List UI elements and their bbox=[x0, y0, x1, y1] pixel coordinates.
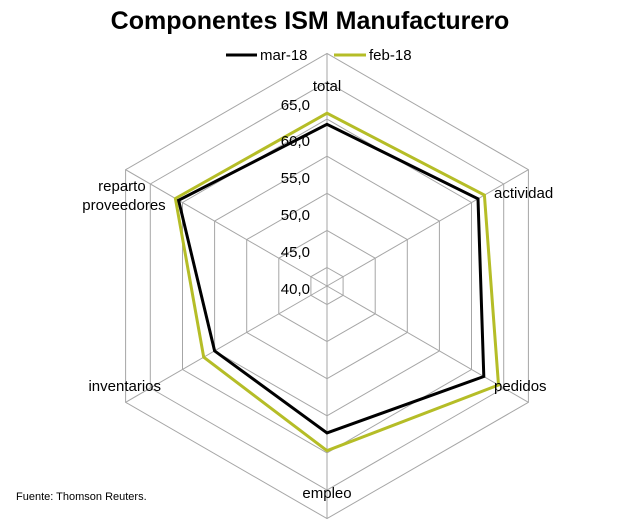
source-note: Fuente: Thomson Reuters. bbox=[16, 491, 147, 503]
series-line-mar-18 bbox=[176, 122, 486, 435]
tick-label-40: 40,0 bbox=[281, 281, 310, 298]
legend: mar-18 feb-18 bbox=[226, 47, 412, 64]
grid-spoke bbox=[326, 285, 529, 403]
legend-label-feb-18: feb-18 bbox=[369, 47, 412, 64]
tick-label-60: 60,0 bbox=[281, 133, 310, 150]
tick-label-50: 50,0 bbox=[281, 207, 310, 224]
grid-spoke bbox=[125, 169, 328, 287]
tick-label-65: 65,0 bbox=[281, 97, 310, 114]
radar-series bbox=[173, 111, 501, 453]
radar-grid bbox=[125, 52, 529, 520]
axis-label-actividad: actividad bbox=[494, 185, 553, 202]
legend-label-mar-18: mar-18 bbox=[260, 47, 308, 64]
grid-spoke bbox=[125, 285, 328, 403]
axis-label-total: total bbox=[313, 78, 341, 95]
axis-labels: total actividad pedidos empleo inventari… bbox=[82, 78, 553, 502]
tick-label-55: 55,0 bbox=[281, 170, 310, 187]
axis-label-reparto-proveedores: reparto proveedores bbox=[82, 178, 165, 214]
axis-label-pedidos: pedidos bbox=[494, 378, 547, 395]
chart-title: Componentes ISM Manufacturero bbox=[111, 7, 510, 35]
tick-labels: 40,0 45,0 50,0 55,0 60,0 65,0 bbox=[281, 97, 310, 298]
grid-spoke bbox=[326, 169, 529, 287]
tick-label-45: 45,0 bbox=[281, 244, 310, 261]
series-line-feb-18 bbox=[173, 111, 501, 453]
axis-label-empleo: empleo bbox=[302, 485, 351, 502]
axis-label-inventarios: inventarios bbox=[88, 378, 161, 395]
